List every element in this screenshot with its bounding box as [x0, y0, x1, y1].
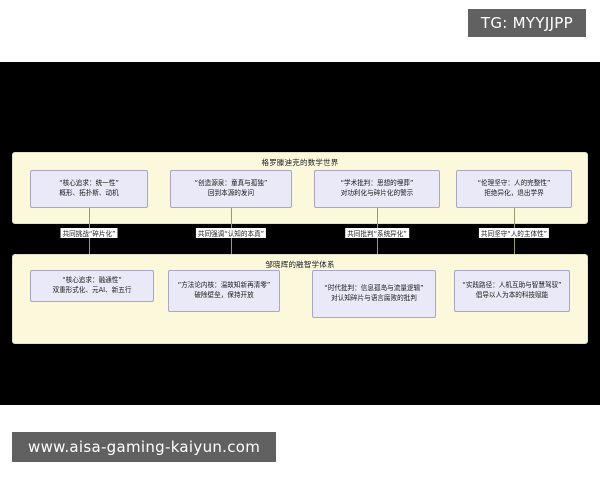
- node-g4-line2: 拒绝异化，退出学界: [484, 189, 544, 197]
- node-g1[interactable]: “核心追求：统一性” 概形、拓扑斯、动机: [30, 170, 148, 208]
- node-z3[interactable]: “时代批判：信息孤岛与流量逻辑” 对认知碎片与语言腐败的批判: [312, 270, 436, 318]
- edge-label-g3-z3: 共同批判“系统异化”: [345, 228, 409, 238]
- node-g2[interactable]: “创造源泉：童真与孤独” 回到本源的发问: [170, 170, 292, 208]
- url-watermark: www.aisa-gaming-kaiyun.com: [12, 432, 277, 462]
- node-z2-line2: 破除壁垒，保持开放: [194, 291, 254, 299]
- node-g1-line2: 概形、拓扑斯、动机: [59, 189, 119, 197]
- edge-label-g2-z2: 共同强调“认知的本真”: [195, 228, 267, 238]
- flowchart-diagram: 格罗滕迪克的数学世界 “核心追求：统一性” 概形、拓扑斯、动机 “创造源泉：童真…: [12, 152, 588, 344]
- edge-label-g1-z1: 共同挑战“碎片化”: [60, 228, 118, 238]
- node-g3-line1: “学术批判：思想的埋葬”: [340, 179, 414, 188]
- subgraph-title-grothendieck: 格罗滕迪克的数学世界: [261, 158, 339, 167]
- node-g4[interactable]: “伦理坚守：人的完整性” 拒绝异化，退出学界: [456, 170, 572, 208]
- node-g4-line1: “伦理坚守：人的完整性”: [477, 179, 551, 188]
- node-z4-line2: 倡导以人为本的科技赋能: [475, 291, 549, 299]
- node-g2-line2: 回到本源的发问: [207, 189, 255, 197]
- subgraph-title-zouxiaohui: 邹晓辉的融智学体系: [265, 260, 335, 269]
- edge-label-g4-z4: 共同坚守“人的主体性”: [478, 228, 550, 238]
- node-g3-line2: 对功利化与碎片化的警示: [340, 189, 414, 197]
- node-z1-line2: 双重形式化、元AI、新五行: [52, 286, 132, 294]
- telegram-watermark: TG: MYYJJPP: [467, 9, 586, 37]
- node-z1-line1: “核心追求：融通性”: [62, 276, 122, 285]
- node-g3[interactable]: “学术批判：思想的埋葬” 对功利化与碎片化的警示: [314, 170, 440, 208]
- node-z3-line2: 对认知碎片与语言腐败的批判: [331, 294, 417, 302]
- node-z4[interactable]: “实践路径：人机互助与智慧驾驭” 倡导以人为本的科技赋能: [454, 270, 570, 312]
- node-g1-line1: “核心追求：统一性”: [59, 179, 119, 188]
- node-z3-line1: “时代批判：信息孤岛与流量逻辑”: [324, 284, 424, 293]
- node-g2-line1: “创造源泉：童真与孤独”: [194, 179, 268, 188]
- node-z2[interactable]: “方法论内核：温故知新再清零” 破除壁垒，保持开放: [168, 270, 280, 312]
- node-z2-line1: “方法论内核：温故知新再清零”: [177, 281, 271, 290]
- node-z4-line1: “实践路径：人机互助与智慧驾驭”: [462, 281, 562, 290]
- node-z1[interactable]: “核心追求：融通性” 双重形式化、元AI、新五行: [30, 270, 154, 302]
